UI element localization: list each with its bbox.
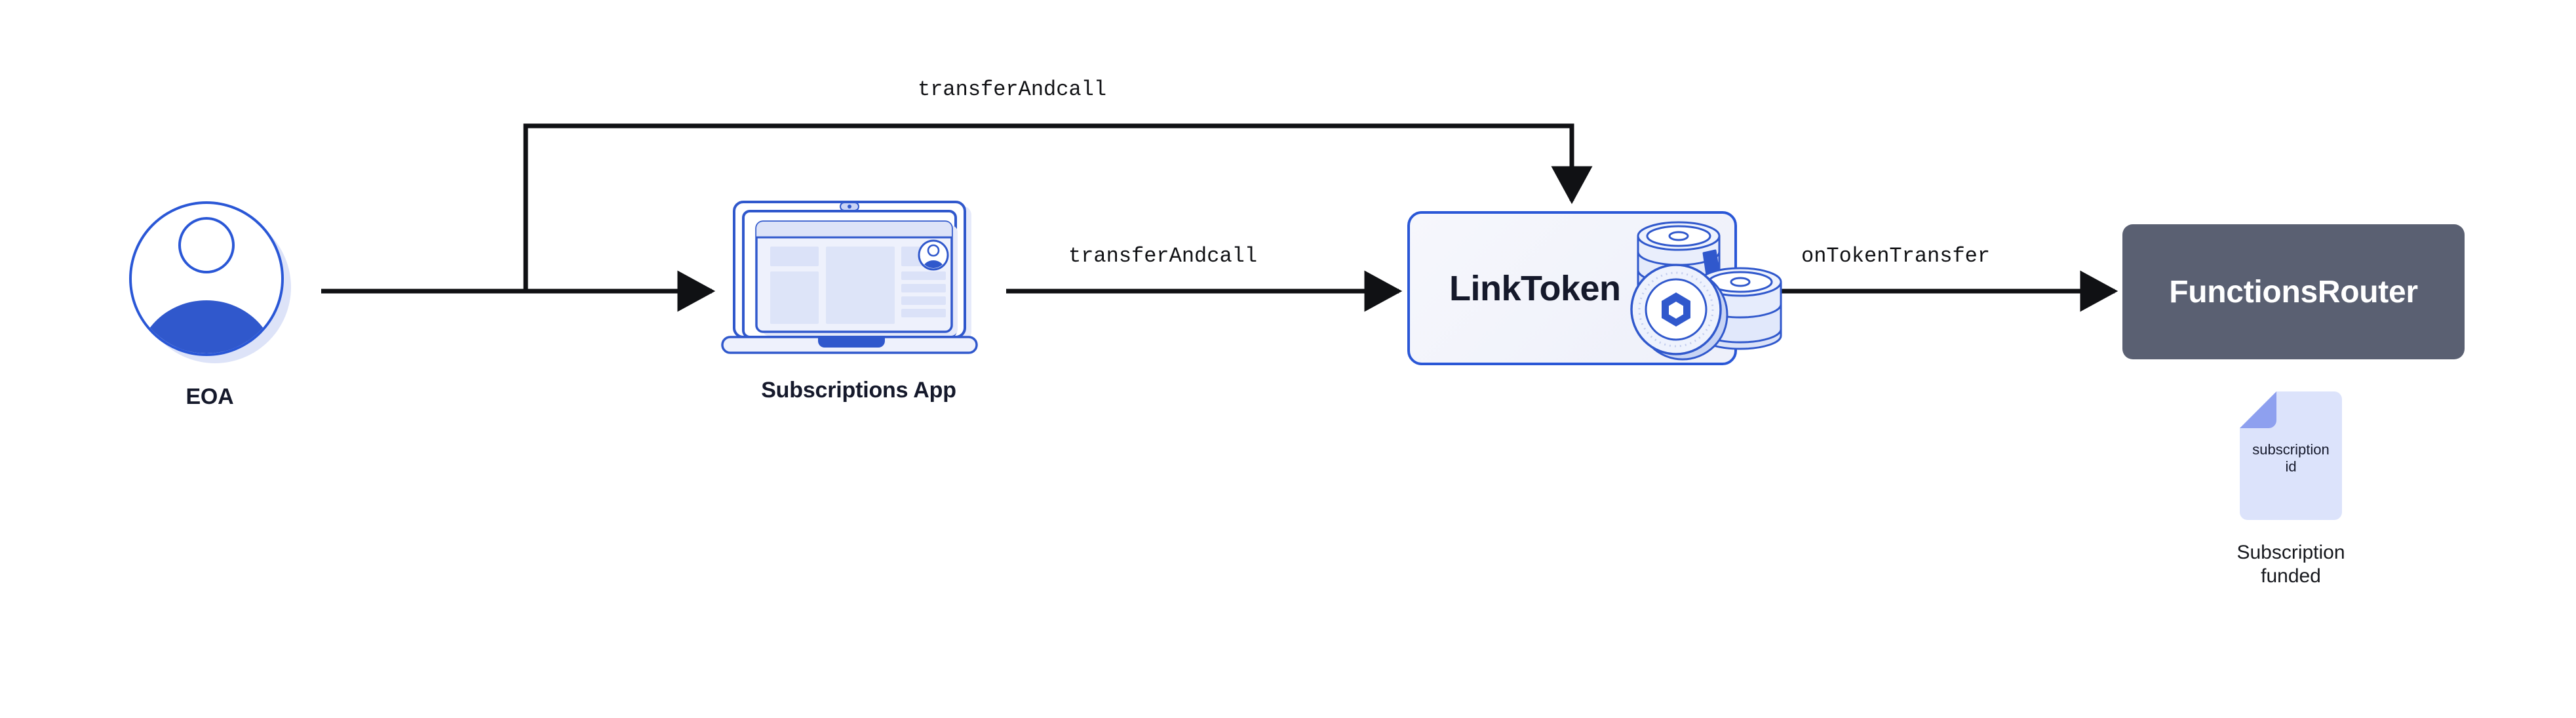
laptop-icon (714, 197, 1003, 361)
node-linktoken[interactable]: LinkToken (1407, 211, 1782, 365)
node-label-functionsrouter: FunctionsRouter (2169, 274, 2418, 309)
node-label-subscriptions-app: Subscriptions App (761, 378, 956, 403)
node-functionsrouter[interactable]: FunctionsRouter (2122, 224, 2465, 359)
node-subscription-doc[interactable]: subscription id Subscription funded (2160, 390, 2422, 588)
node-label-subscription-funded: Subscription funded (2160, 541, 2422, 588)
document-inner-label: subscription id (2238, 441, 2343, 475)
node-subscriptions-app[interactable]: Subscriptions App (714, 197, 1003, 403)
link-coins-icon (1626, 210, 1790, 370)
edge-eoa-to-linktoken (523, 123, 1593, 291)
document-inner-label-line1: subscription (2252, 441, 2330, 458)
document-inner-label-line2: id (2285, 458, 2297, 475)
edge-label-transfer-and-call-mid: transferAndcall (1068, 244, 1258, 268)
subscription-funded-line1: Subscription (2236, 542, 2345, 563)
user-avatar-icon (125, 197, 295, 367)
edge-label-transfer-and-call-top: transferAndcall (918, 77, 1107, 102)
node-eoa[interactable]: EOA (98, 197, 321, 410)
subscription-funded-line2: funded (2261, 565, 2321, 587)
node-label-eoa: EOA (185, 384, 234, 409)
document-icon: subscription id (2238, 390, 2343, 521)
node-label-linktoken: LinkToken (1449, 268, 1621, 308)
edge-label-on-token-transfer: onTokenTransfer (1801, 244, 1991, 268)
